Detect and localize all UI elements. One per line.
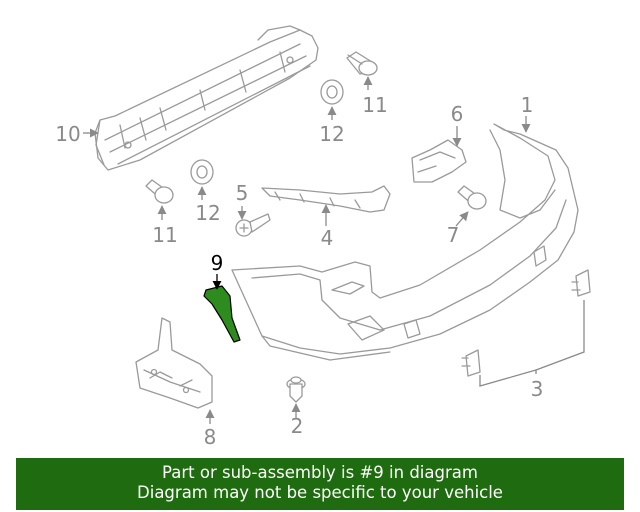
callout-3: 3 xyxy=(531,377,544,401)
callout-7: 7 xyxy=(447,223,460,247)
callout-9: 9 xyxy=(211,251,224,275)
callout-12-top: 12 xyxy=(319,122,344,146)
leader-3-left xyxy=(479,369,537,387)
bracket-part-6 xyxy=(411,139,467,183)
bumper-cover-part-1 xyxy=(231,123,579,361)
callout-11-top: 11 xyxy=(362,93,387,117)
leader-7 xyxy=(455,211,469,227)
banner-line-disclaimer: Diagram may not be specific to your vehi… xyxy=(137,483,503,502)
reinforcement-beam-part-10 xyxy=(94,25,319,171)
clip-part-3-left xyxy=(461,349,481,377)
callout-12-lower: 12 xyxy=(195,201,220,225)
nut-part-12-lower xyxy=(190,159,214,185)
bracket-part-4 xyxy=(261,185,391,213)
callout-6: 6 xyxy=(451,102,464,126)
callout-2: 2 xyxy=(291,414,304,438)
callout-4: 4 xyxy=(321,226,334,250)
callout-5: 5 xyxy=(236,181,249,205)
callout-11-lower: 11 xyxy=(152,223,177,247)
clip-part-3-right xyxy=(571,269,591,297)
push-pin-part-2 xyxy=(286,376,306,403)
bolt-part-7 xyxy=(457,185,487,210)
callout-10: 10 xyxy=(55,122,80,146)
nut-part-12-top xyxy=(320,79,344,105)
parts-diagram: 1 2 3 4 5 6 7 8 9 10 11 11 12 12 xyxy=(55,25,591,449)
info-banner: Part or sub-assembly is #9 in diagram Di… xyxy=(16,458,624,510)
bracket-part-9-highlighted xyxy=(203,285,241,343)
leader-3-right xyxy=(535,300,585,371)
banner-line-part-info: Part or sub-assembly is #9 in diagram xyxy=(162,463,478,482)
callout-1: 1 xyxy=(521,93,534,117)
callout-8: 8 xyxy=(204,425,217,449)
bracket-part-8 xyxy=(135,317,213,409)
bolt-part-11-lower xyxy=(145,179,174,204)
bolt-part-11-top xyxy=(346,51,378,76)
screw-part-5 xyxy=(235,213,271,237)
